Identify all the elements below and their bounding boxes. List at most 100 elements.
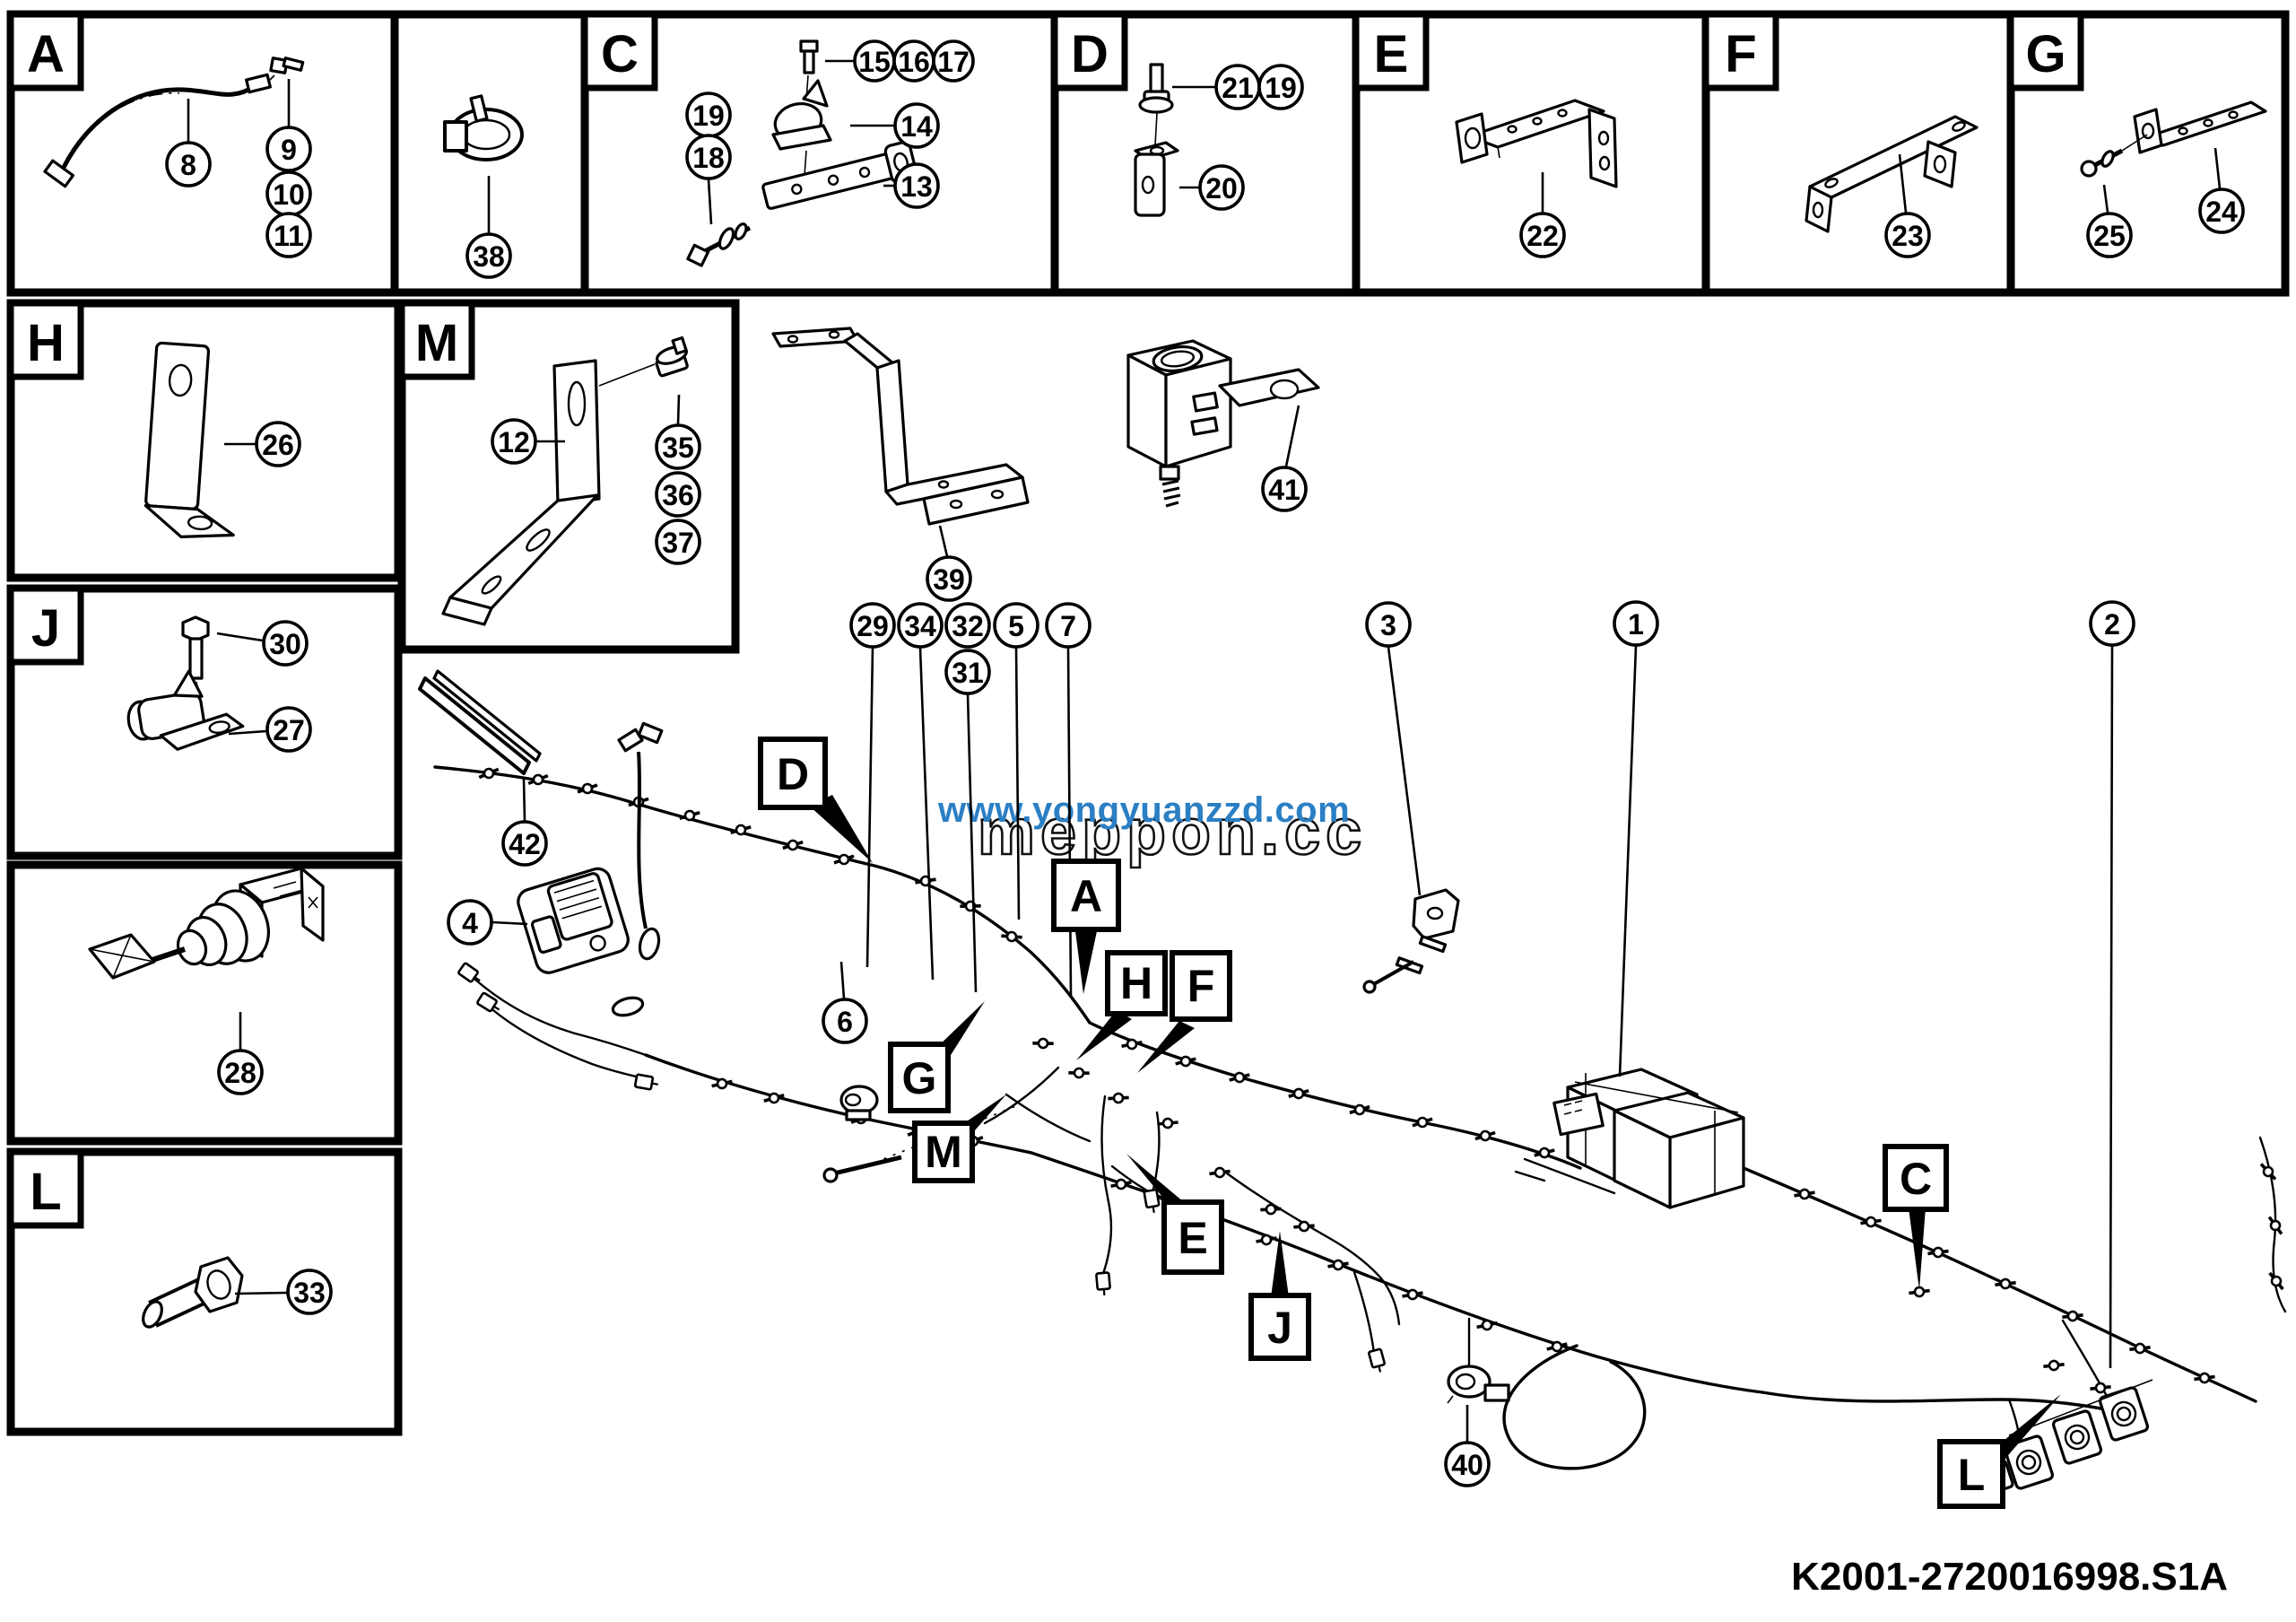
watermark-outline: meppon.cc [978, 797, 1367, 868]
callout-21: 21 [1214, 64, 1261, 110]
svg-text:37: 37 [662, 527, 694, 559]
callout-15: 15 [853, 39, 896, 83]
callout-16: 16 [892, 39, 935, 83]
part-illustration-clamp-38 [443, 94, 524, 161]
svg-text:3: 3 [1380, 609, 1396, 641]
svg-text:17: 17 [937, 46, 970, 78]
callout-25: 25 [2086, 212, 2133, 258]
callout-19-c: 19 [685, 92, 732, 138]
svg-text:L: L [30, 1163, 61, 1221]
callout-13: 13 [893, 162, 940, 209]
box-letter-J: J [7, 585, 84, 666]
wiring-harness [433, 765, 2287, 1473]
svg-text:13: 13 [900, 170, 933, 203]
box-letter-L: L [7, 1148, 84, 1229]
zone-label-E: E [1161, 1199, 1224, 1275]
watermark-blue: www.yongyuanzzd.com [937, 790, 1350, 830]
part-illustration-bolt-21 [1138, 63, 1174, 146]
callout-8: 8 [165, 141, 212, 187]
callout-26: 26 [255, 421, 301, 467]
svg-text:5: 5 [1008, 610, 1024, 642]
callout-32: 32 [944, 602, 991, 649]
svg-text:30: 30 [269, 628, 301, 660]
svg-text:27: 27 [273, 714, 305, 746]
leader-lines [187, 59, 2222, 1443]
part-illustration-bolt-30 [181, 615, 210, 715]
svg-text:M: M [415, 314, 458, 372]
detail-grid [6, 10, 2290, 1436]
callout-5: 5 [993, 602, 1039, 649]
zone-label-L: L [1937, 1439, 2005, 1509]
callout-36: 36 [655, 471, 701, 518]
callout-22: 22 [1519, 212, 1566, 258]
svg-text:J: J [31, 599, 60, 658]
harness-run-right [1742, 1166, 2257, 1403]
svg-text:1: 1 [1628, 608, 1644, 641]
part-illustration-cable-near-D [617, 721, 664, 961]
callout-38: 38 [465, 232, 512, 279]
svg-text:10: 10 [273, 179, 305, 211]
svg-text:8: 8 [180, 149, 196, 181]
box-letter-M: M [398, 300, 475, 380]
box-border-G [2006, 10, 2290, 297]
callout-27: 27 [265, 706, 312, 753]
svg-text:7: 7 [1060, 610, 1076, 642]
callout-20: 20 [1198, 164, 1245, 211]
part-illustration-bracket-39 [771, 327, 1030, 526]
callouts: 8 9 10 11 38 15 16 17 19 18 14 13 21 19 … [165, 39, 2245, 1487]
callout-9: 9 [265, 126, 312, 172]
callout-2: 2 [2089, 600, 2135, 647]
svg-text:15: 15 [858, 46, 891, 78]
harness-run-to-connectors [1761, 1391, 2127, 1416]
callout-19-d: 19 [1257, 64, 1304, 110]
svg-text:9: 9 [281, 134, 297, 166]
svg-text:C: C [601, 25, 639, 83]
callout-14: 14 [893, 102, 940, 149]
callout-23: 23 [1884, 212, 1931, 258]
grommet-oval [611, 996, 645, 1017]
svg-text:F: F [1187, 961, 1215, 1011]
box-letter-H: H [7, 300, 84, 380]
svg-text:42: 42 [509, 828, 541, 860]
svg-text:34: 34 [904, 610, 936, 642]
svg-text:16: 16 [898, 46, 930, 78]
part-illustration-bracket-20 [1134, 141, 1179, 217]
callout-10: 10 [265, 170, 312, 217]
svg-text:C: C [1900, 1154, 1932, 1204]
harness-loop [1502, 1344, 1647, 1470]
svg-text:E: E [1374, 25, 1409, 83]
svg-text:41: 41 [1268, 474, 1300, 506]
zone-label-G: G [888, 1042, 951, 1113]
part-illustration-bracket-26 [144, 341, 235, 539]
svg-text:36: 36 [662, 479, 694, 511]
callout-31: 31 [944, 649, 991, 695]
svg-text:F: F [1725, 25, 1756, 83]
box-letter-E: E [1352, 11, 1430, 92]
svg-text:20: 20 [1205, 172, 1238, 205]
harness-clamps [477, 764, 2285, 1399]
svg-text:32: 32 [952, 610, 984, 642]
callout-24: 24 [2198, 187, 2245, 234]
svg-text:M: M [925, 1127, 962, 1177]
svg-text:J: J [1267, 1303, 1292, 1353]
battery-assembly [1514, 1068, 1745, 1209]
svg-text:38: 38 [473, 240, 505, 273]
svg-text:19: 19 [692, 100, 725, 132]
part-illustration-clamp-40 [1447, 1365, 1510, 1404]
svg-text:31: 31 [952, 657, 984, 689]
svg-text:H: H [1120, 958, 1152, 1008]
callout-28: 28 [217, 1049, 264, 1095]
svg-text:G: G [2025, 25, 2066, 83]
box-border-28 [6, 860, 403, 1146]
callout-41: 41 [1261, 466, 1308, 512]
svg-text:39: 39 [933, 563, 965, 596]
part-illustration-horn [839, 1085, 879, 1121]
svg-text:4: 4 [462, 907, 478, 939]
svg-text:26: 26 [262, 429, 294, 461]
callout-40: 40 [1444, 1441, 1491, 1487]
svg-text:D: D [777, 749, 809, 799]
zone-labels: D A H F G M E J C L [758, 737, 2061, 1509]
svg-text:G: G [902, 1053, 937, 1103]
part-illustration-bracket-24 [2133, 100, 2267, 154]
svg-text:25: 25 [2093, 220, 2126, 252]
